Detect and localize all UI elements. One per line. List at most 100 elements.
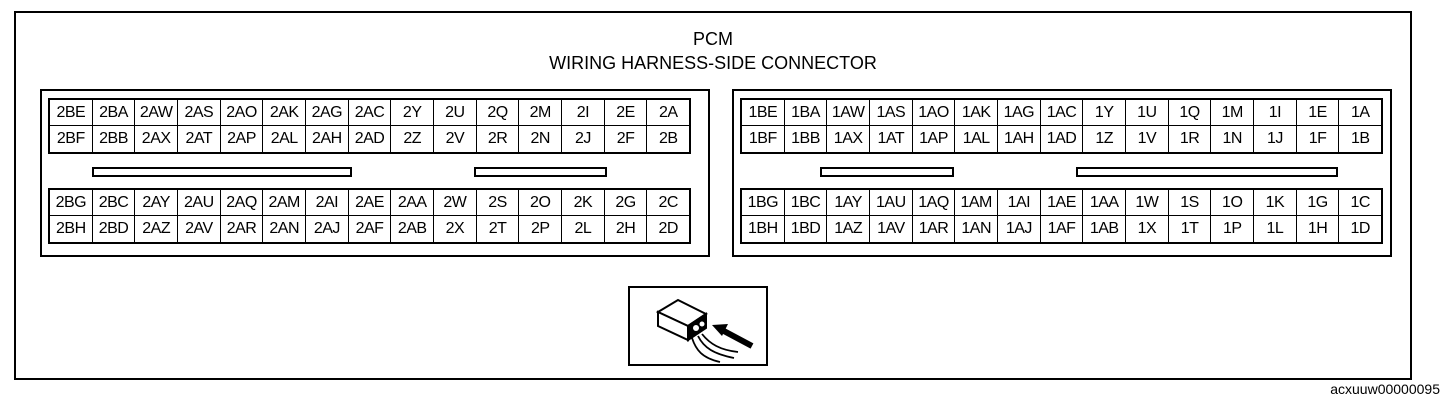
pin-2f: 2F bbox=[605, 126, 648, 152]
pin-2al: 2AL bbox=[263, 126, 307, 152]
pin-1ai: 1AI bbox=[998, 190, 1041, 216]
pin-2ab: 2AB bbox=[391, 216, 435, 242]
right-key-slot-1 bbox=[820, 167, 954, 177]
pin-1y: 1Y bbox=[1083, 100, 1127, 126]
pin-1ae: 1AE bbox=[1040, 190, 1084, 216]
pin-2y: 2Y bbox=[391, 100, 435, 126]
pin-2bd: 2BD bbox=[93, 216, 136, 242]
pin-1r: 1R bbox=[1169, 126, 1212, 152]
pin-1an: 1AN bbox=[955, 216, 999, 242]
pin-1n: 1N bbox=[1211, 126, 1255, 152]
pin-2ae: 2AE bbox=[348, 190, 392, 216]
pin-1bf: 1BF bbox=[742, 126, 785, 152]
pin-2n: 2N bbox=[519, 126, 563, 152]
pin-1az: 1AZ bbox=[827, 216, 871, 242]
pin-2ar: 2AR bbox=[221, 216, 264, 242]
pin-2p: 2P bbox=[519, 216, 563, 242]
pin-1al: 1AL bbox=[955, 126, 999, 152]
pin-1ac: 1AC bbox=[1040, 100, 1084, 126]
pin-2j: 2J bbox=[562, 126, 605, 152]
pin-1aq: 1AQ bbox=[912, 190, 956, 216]
pin-2s: 2S bbox=[476, 190, 520, 216]
pin-1f: 1F bbox=[1297, 126, 1340, 152]
pin-1af: 1AF bbox=[1041, 216, 1084, 242]
pin-1bd: 1BD bbox=[785, 216, 828, 242]
pin-2af: 2AF bbox=[349, 216, 392, 242]
pin-1ar: 1AR bbox=[913, 216, 956, 242]
pin-2ax: 2AX bbox=[135, 126, 179, 152]
pin-1bg: 1BG bbox=[742, 190, 785, 216]
pin-2be: 2BE bbox=[50, 100, 93, 126]
left-key-slot-1 bbox=[92, 167, 352, 177]
pin-1z: 1Z bbox=[1083, 126, 1127, 152]
pin-1e: 1E bbox=[1296, 100, 1340, 126]
pin-1w: 1W bbox=[1126, 190, 1169, 216]
pin-1a: 1A bbox=[1339, 100, 1382, 126]
pin-1v: 1V bbox=[1126, 126, 1169, 152]
pin-2ad: 2AD bbox=[349, 126, 392, 152]
pin-2l: 2L bbox=[562, 216, 605, 242]
pin-1ah: 1AH bbox=[998, 126, 1041, 152]
pin-2w: 2W bbox=[434, 190, 477, 216]
pin-1t: 1T bbox=[1169, 216, 1212, 242]
pin-1ay: 1AY bbox=[827, 190, 871, 216]
pin-1k: 1K bbox=[1254, 190, 1297, 216]
pin-1aj: 1AJ bbox=[998, 216, 1041, 242]
left-key-slot-2 bbox=[474, 167, 607, 177]
pin-2av: 2AV bbox=[178, 216, 221, 242]
pin-1be: 1BE bbox=[742, 100, 785, 126]
pin-2au: 2AU bbox=[178, 190, 221, 216]
pin-1l: 1L bbox=[1254, 216, 1297, 242]
pin-2bb: 2BB bbox=[93, 126, 136, 152]
pin-2u: 2U bbox=[434, 100, 477, 126]
pin-1ad: 1AD bbox=[1041, 126, 1084, 152]
pin-1b: 1B bbox=[1350, 130, 1370, 147]
pin-2g: 2G bbox=[604, 190, 648, 216]
pin-1ba: 1BA bbox=[784, 100, 828, 126]
pin-2z: 2Z bbox=[391, 126, 435, 152]
pin-2d: 2D bbox=[658, 220, 679, 237]
pin-1o: 1O bbox=[1211, 190, 1255, 216]
pin-1bc: 1BC bbox=[784, 190, 828, 216]
pin-2aa: 2AA bbox=[391, 190, 435, 216]
pin-2h: 2H bbox=[605, 216, 648, 242]
pin-1am: 1AM bbox=[955, 190, 999, 216]
pin-2at: 2AT bbox=[178, 126, 221, 152]
pin-1m: 1M bbox=[1211, 100, 1255, 126]
pin-1u: 1U bbox=[1126, 100, 1169, 126]
pin-2o: 2O bbox=[519, 190, 563, 216]
connector-view-icon-box bbox=[628, 286, 768, 366]
pin-2c: 2C bbox=[647, 190, 690, 216]
pin-1au: 1AU bbox=[870, 190, 913, 216]
diagram-subtitle: WIRING HARNESS-SIDE CONNECTOR bbox=[549, 53, 877, 73]
pin-1ao: 1AO bbox=[912, 100, 956, 126]
pin-1i: 1I bbox=[1254, 100, 1297, 126]
pin-1x: 1X bbox=[1126, 216, 1169, 242]
pin-1h: 1H bbox=[1297, 216, 1340, 242]
pin-1bh: 1BH bbox=[742, 216, 785, 242]
pin-2ah: 2AH bbox=[306, 126, 349, 152]
right-key-slot-2 bbox=[1076, 167, 1338, 177]
diagram-title: PCM bbox=[693, 29, 733, 49]
pin-2x: 2X bbox=[434, 216, 477, 242]
pin-2ag: 2AG bbox=[306, 100, 349, 126]
pin-2am: 2AM bbox=[263, 190, 307, 216]
pin-2r: 2R bbox=[477, 126, 520, 152]
pin-1g: 1G bbox=[1296, 190, 1340, 216]
pin-2aw: 2AW bbox=[135, 100, 179, 126]
pin-2i: 2I bbox=[562, 100, 605, 126]
pin-2k: 2K bbox=[562, 190, 605, 216]
pin-1av: 1AV bbox=[870, 216, 913, 242]
pin-2an: 2AN bbox=[263, 216, 307, 242]
pin-2a: 2A bbox=[647, 100, 690, 126]
